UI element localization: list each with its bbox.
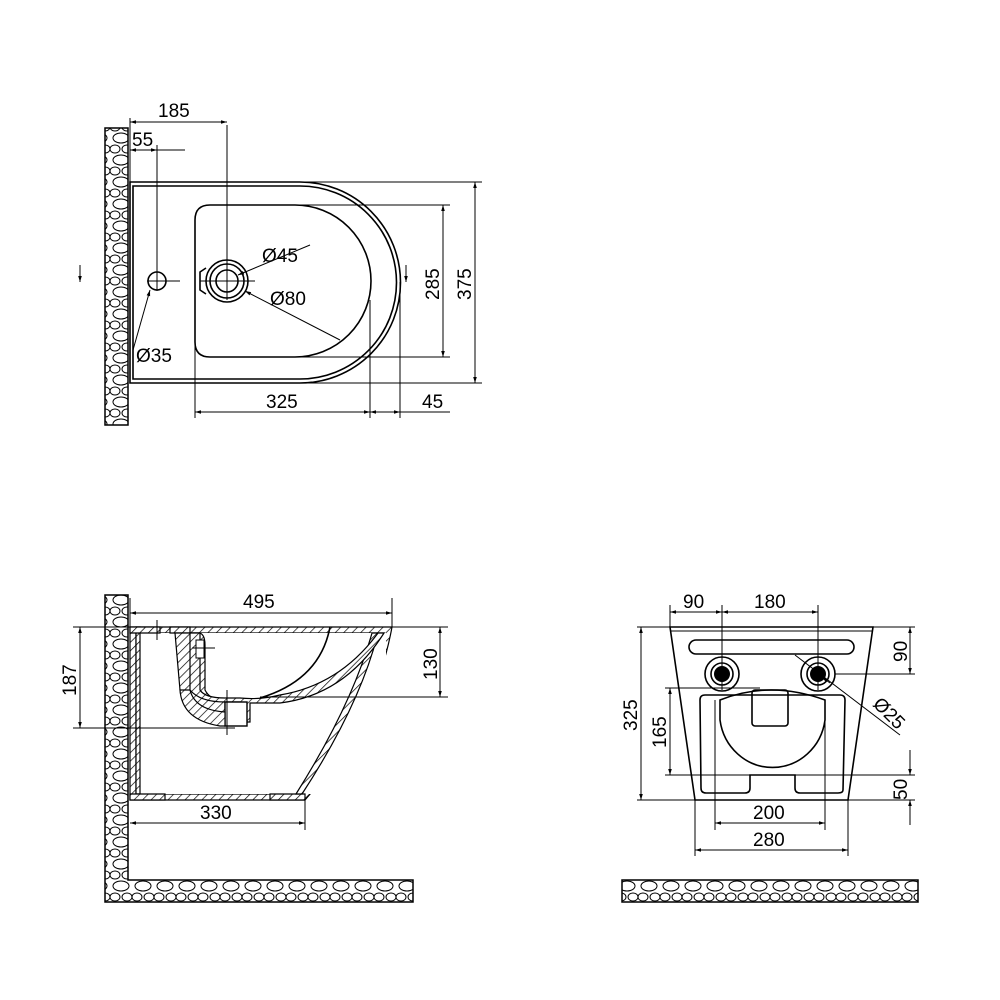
dim-375: 375 xyxy=(455,268,476,300)
dim-130: 130 xyxy=(421,648,442,680)
dim-dia-45: Ø45 xyxy=(262,246,298,267)
dim-325: 325 xyxy=(266,392,298,413)
floor-front-view xyxy=(621,879,919,903)
dim-165: 165 xyxy=(650,716,671,748)
bowl-outline-top xyxy=(194,204,372,358)
side-view: 495 130 187 330 xyxy=(60,592,448,903)
dim-55: 55 xyxy=(132,130,153,151)
dim-280: 280 xyxy=(753,830,785,851)
dim-200: 200 xyxy=(753,803,785,824)
dim-dia-80: Ø80 xyxy=(270,289,306,310)
dim-187: 187 xyxy=(60,664,81,696)
wall-and-floor-side xyxy=(104,594,414,903)
dim-dia-35: Ø35 xyxy=(136,346,172,367)
dim-285: 285 xyxy=(423,268,444,300)
top-view: 185 55 Ø45 Ø80 Ø35 285 375 325 45 xyxy=(78,101,482,426)
dim-45: 45 xyxy=(422,392,443,413)
dim-185: 185 xyxy=(158,101,190,122)
dim-495: 495 xyxy=(243,592,275,613)
dim-50: 50 xyxy=(891,779,912,800)
dim-180: 180 xyxy=(754,592,786,613)
top-slot xyxy=(688,639,855,655)
dim-dia-25: Ø25 xyxy=(868,694,908,734)
dim-90-horizontal: 90 xyxy=(683,592,704,613)
dim-330: 330 xyxy=(200,803,232,824)
wall-top-view xyxy=(104,127,129,426)
dim-90-vertical: 90 xyxy=(891,641,912,662)
dim-325-height: 325 xyxy=(621,699,642,731)
front-view: 90 180 90 325 165 Ø25 50 200 280 xyxy=(621,592,919,903)
